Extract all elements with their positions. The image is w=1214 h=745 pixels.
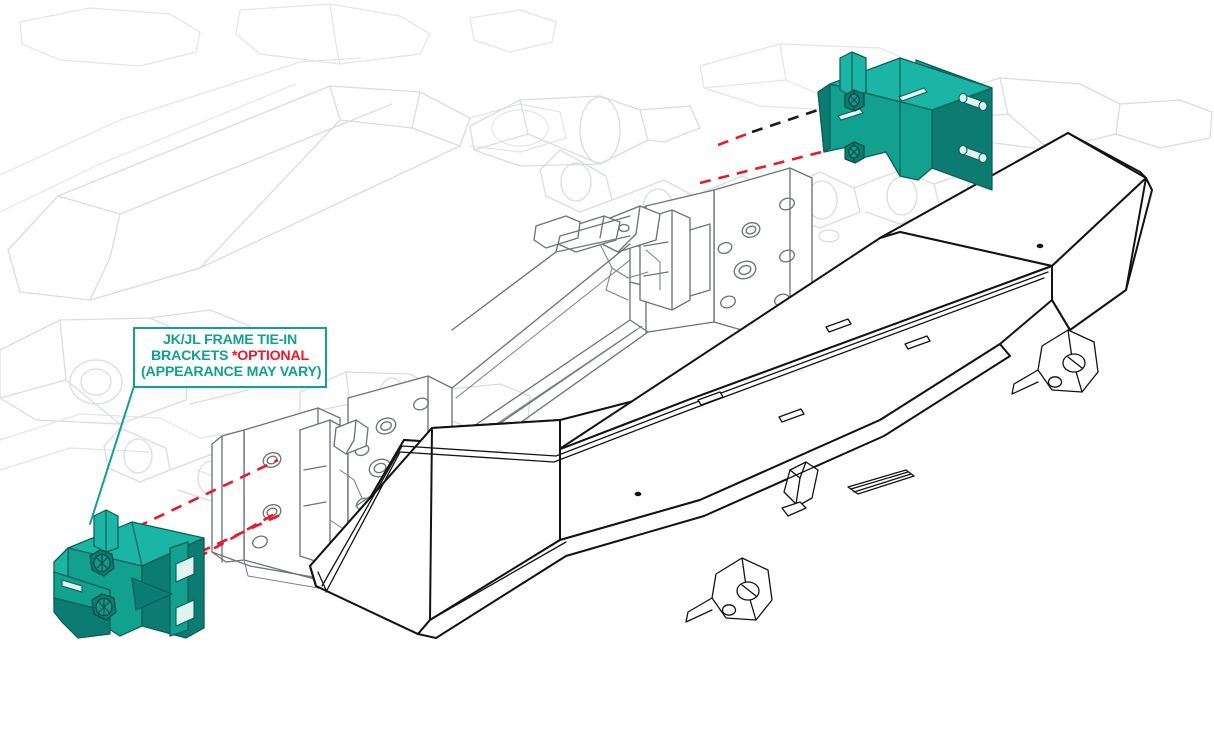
bracket-flange-slots-lower: [175, 555, 195, 627]
bracket-flange-slots-upper: [958, 92, 988, 164]
callout-line-2-prefix: BRACKETS: [151, 347, 232, 364]
bolt-upper-right-top: [844, 89, 865, 112]
bumper-clip: [781, 501, 807, 517]
bracket-slot-group-upper: [837, 87, 928, 121]
d-ring-tab-left: [685, 557, 773, 623]
ghost-driveline-group: [0, 3, 1213, 503]
drain-hole-right: [1036, 243, 1044, 249]
bracket-upper-right[interactable]: [817, 51, 993, 191]
alignment-dash-upper-red-a: [717, 130, 753, 147]
license-slot: [847, 469, 915, 495]
alignment-dash-lower-red-a: [119, 458, 279, 537]
bracket-lower-left[interactable]: [53, 509, 205, 639]
callout-line-3: (APPEARANCE MAY VARY): [141, 363, 322, 380]
bolt-lower-left-bottom: [91, 593, 117, 621]
d-ring-tab-right: [1011, 329, 1099, 395]
bolt-upper-right-bottom: [844, 141, 865, 164]
callout-line-1: JK/JL FRAME TIE-IN: [162, 332, 298, 348]
alignment-dash-lower-red-c: [199, 512, 283, 554]
callout-line-2-emphasis: *OPTIONAL: [231, 347, 309, 364]
bracket-foot-slot: [61, 579, 83, 593]
alignment-dash-upper-red-b: [699, 144, 846, 185]
bolt-lower-left-top: [89, 549, 115, 577]
drain-hole-left: [634, 491, 642, 497]
callout-box: JK/JL FRAME TIE-IN BRACKETS *OPTIONAL (A…: [133, 327, 327, 388]
callout-line-2: BRACKETS *OPTIONAL: [141, 347, 319, 365]
callout-leader-line: [89, 382, 136, 525]
frame-rail-right: [533, 167, 813, 345]
bumper-main: [309, 132, 1153, 639]
